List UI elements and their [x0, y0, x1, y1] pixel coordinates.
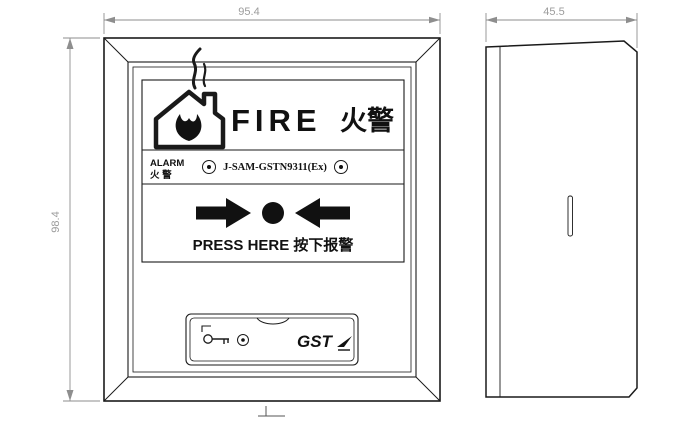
screw-ring: [237, 334, 249, 346]
bevel-corner-br: [415, 376, 441, 402]
flap-screw-icon: [237, 334, 249, 346]
side-depth-label: 45.5: [543, 6, 564, 18]
side-outline: [485, 40, 638, 398]
dim-arrow-left: [104, 16, 115, 24]
side-clip-handle: [567, 195, 573, 237]
front-view: FIRE 火警 ALARM 火 警 J-SAM-GSTN9311(Ex): [103, 37, 441, 402]
screw-center: [207, 165, 211, 169]
bevel-corner-tr: [415, 37, 441, 63]
arrow-tail: [320, 206, 350, 220]
press-row: PRESS HERE 按下报警: [193, 198, 354, 254]
dimension-front-height: 98.4: [50, 37, 100, 402]
dim-arrow-top: [66, 38, 74, 49]
fire-header-cn: 火警: [340, 106, 394, 136]
screw-ring: [334, 160, 348, 174]
arrow-tail: [196, 206, 226, 220]
flap-inner: [189, 317, 355, 362]
gst-logo: GST: [297, 332, 352, 351]
front-width-label: 95.4: [238, 6, 259, 18]
front-height-label: 98.4: [50, 211, 62, 232]
fire-header-en: FIRE: [231, 103, 322, 138]
bevel-corner-bl: [103, 376, 129, 402]
dim-arrow-bottom: [66, 390, 74, 401]
section-mark: [258, 406, 285, 417]
key-bow: [203, 334, 213, 344]
fire-blob: [175, 114, 202, 141]
alarm-label-cn: 火 警: [150, 169, 172, 181]
front-outer-frame: [103, 37, 441, 402]
reset-key-icon: [201, 325, 229, 344]
flame-smoke-stroke-2: [202, 62, 207, 88]
reset-flap: GST: [185, 313, 359, 366]
dim-arrow-right: [429, 16, 440, 24]
arrow-head: [226, 198, 251, 228]
screw-right-icon: [334, 160, 348, 174]
thumb-notch: [256, 317, 290, 325]
dimension-side-depth: 45.5: [485, 6, 638, 48]
house-outline: [153, 89, 226, 150]
press-instruction: PRESS HERE 按下报警: [193, 236, 354, 254]
flame-smoke-stroke: [191, 47, 202, 90]
arrow-head: [295, 198, 320, 228]
label-border: [141, 79, 405, 263]
dimension-front-width: 95.4: [103, 6, 441, 34]
arrow-left-icon: [295, 198, 350, 228]
gst-logo-swoosh: [337, 336, 352, 347]
screw-left-icon: [202, 160, 216, 174]
press-button: [262, 202, 284, 224]
model-number: J-SAM-GSTN9311(Ex): [223, 162, 327, 173]
front-bevel-frame: [127, 61, 417, 378]
bevel-corner-tl: [103, 37, 129, 63]
gst-logo-text: GST: [297, 332, 334, 351]
screw-center: [339, 165, 343, 169]
label-block: FIRE 火警 ALARM 火 警 J-SAM-GSTN9311(Ex): [141, 47, 405, 263]
key-hook: [201, 325, 211, 332]
alarm-row: ALARM 火 警 J-SAM-GSTN9311(Ex): [150, 158, 348, 181]
dim-arrow-right: [626, 16, 637, 24]
arrow-right-icon: [196, 198, 251, 228]
flap-outer: [185, 313, 359, 366]
front-inner-panel: [132, 66, 412, 373]
side-view: [485, 40, 638, 398]
alarm-label-en: ALARM: [150, 158, 184, 169]
dim-arrow-left: [486, 16, 497, 24]
fire-house-icon: [153, 47, 226, 150]
screw-ring: [202, 160, 216, 174]
screw-center: [241, 338, 245, 342]
